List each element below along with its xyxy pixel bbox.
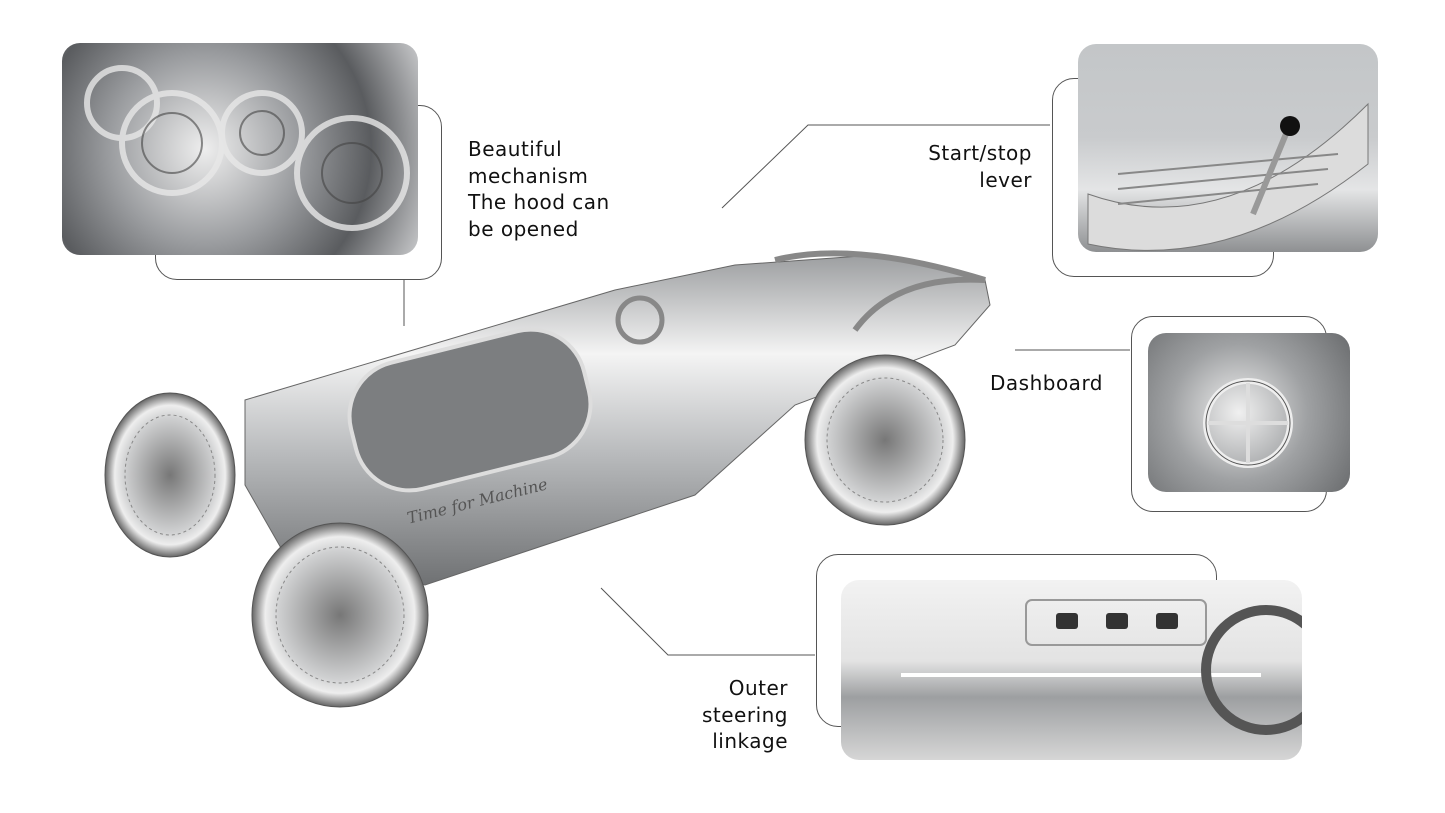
wheel-rear-right: [251, 522, 429, 708]
label-line: be opened: [468, 216, 579, 241]
label-line: lever: [979, 167, 1032, 192]
steering-line: [600, 587, 815, 656]
label-line: Outer: [728, 676, 788, 700]
label-line: steering: [701, 702, 788, 727]
mechanism-photo: [62, 43, 418, 255]
wheel-front-right: [804, 354, 966, 526]
label-line: Dashboard: [990, 371, 1104, 395]
lever-line: [721, 124, 1050, 209]
steering-label: Outer steering linkage: [702, 675, 788, 755]
label-line: linkage: [712, 729, 788, 753]
lever-photo: [1078, 44, 1378, 252]
steering-photo: [841, 580, 1302, 760]
steering-wheel: [615, 295, 665, 345]
label-line: The hood can: [468, 190, 610, 214]
label-line: Start/stop: [928, 141, 1032, 165]
dashboard-label: Dashboard: [990, 370, 1103, 397]
lever-label: Start/stop lever: [928, 140, 1032, 193]
dashboard-photo: [1148, 333, 1350, 492]
car-model-image: Time for Machine: [104, 250, 991, 708]
wheel-rear-left: [104, 392, 236, 558]
label-line: Beautiful: [468, 137, 563, 161]
label-line: mechanism: [468, 163, 589, 188]
mechanism-label: Beautiful mechanism The hood can be open…: [468, 136, 610, 242]
